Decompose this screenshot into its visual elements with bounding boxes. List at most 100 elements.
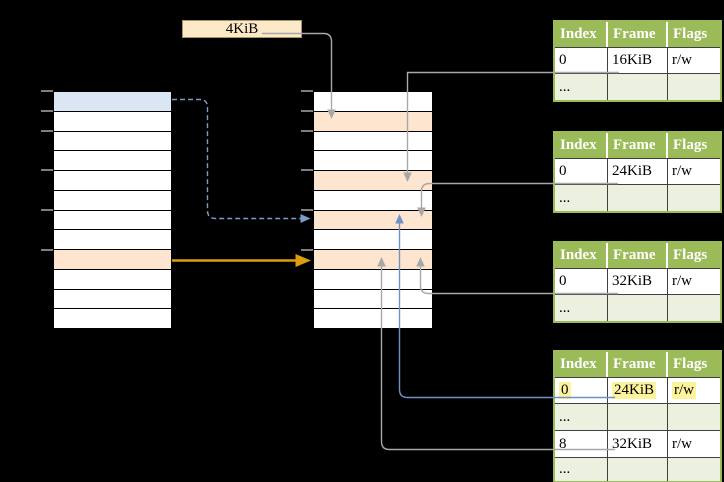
flags-cell: r/w — [672, 273, 692, 289]
memory-cell — [314, 111, 432, 132]
memory-cell — [54, 250, 171, 270]
page-table-4: Index Frame Flags 0 24KiB r/w ... 8 32Ki… — [553, 350, 722, 482]
memory-cell — [54, 210, 171, 231]
memory-cell — [54, 309, 171, 328]
address-tick — [41, 129, 53, 132]
table-row: 8 32KiB r/w — [555, 431, 720, 458]
table-row-ellipsis: ... — [555, 185, 720, 211]
index-cell: 0 — [555, 159, 608, 184]
address-tick — [301, 209, 313, 211]
highlight-mark: r/w — [672, 382, 696, 399]
col-header-index: Index — [555, 243, 608, 268]
address-tick — [41, 109, 53, 112]
frame-cell: 24KiB — [608, 378, 668, 403]
col-header-frame: Frame — [608, 22, 668, 47]
arrow-level1-to-frame24-dashed — [172, 98, 301, 220]
index-cell: ... — [555, 404, 608, 430]
memory-cell — [314, 269, 432, 290]
flags-cell: r/w — [672, 435, 692, 452]
address-tick — [301, 109, 313, 112]
table-row: 0 16KiB r/w — [555, 48, 720, 74]
col-header-frame: Frame — [608, 352, 668, 377]
table-header-row: Index Frame Flags — [555, 352, 720, 378]
col-header-index: Index — [555, 352, 608, 377]
table-header-row: Index Frame Flags — [555, 243, 720, 269]
physical-memory — [301, 90, 433, 329]
memory-cell — [54, 230, 171, 250]
col-header-flags: Flags — [673, 137, 708, 153]
page-table-2: Index Frame Flags 0 24KiB r/w ... — [553, 131, 722, 213]
table-row-ellipsis: ... — [555, 74, 720, 100]
index-cell: ... — [555, 185, 608, 211]
memory-cell — [314, 210, 432, 231]
address-tick — [41, 209, 53, 211]
flags-cell — [668, 295, 718, 321]
memory-cell — [54, 111, 171, 132]
page-table-3: Index Frame Flags 0 32KiB r/w ... — [553, 241, 722, 323]
address-tick — [41, 169, 53, 172]
frame-cell — [608, 295, 668, 321]
address-tick — [301, 90, 313, 92]
memory-cell — [314, 171, 432, 191]
arrowhead-right — [300, 214, 311, 223]
table-row-ellipsis: ... — [555, 458, 720, 481]
address-tick — [301, 169, 313, 172]
table-row-ellipsis: ... — [555, 404, 720, 431]
address-tick — [41, 248, 53, 251]
col-header-flags: Flags — [673, 356, 708, 372]
frame-cell — [608, 458, 668, 481]
level1-page-table-cells — [53, 91, 172, 329]
size-label-text: 4KiB — [225, 20, 259, 37]
flags-cell — [668, 185, 718, 211]
memory-cell — [54, 131, 171, 152]
memory-cell — [54, 269, 171, 290]
table-header-row: Index Frame Flags — [555, 133, 720, 159]
flags-cell — [668, 458, 718, 481]
frame-cell: 24KiB — [608, 159, 668, 184]
frame-cell — [608, 74, 668, 100]
col-header-frame: Frame — [608, 133, 668, 158]
col-header-frame: Frame — [608, 243, 668, 268]
memory-cell — [54, 92, 171, 112]
flags-cell — [668, 404, 718, 430]
memory-cell — [54, 151, 171, 171]
memory-cell — [314, 131, 432, 152]
col-header-index: Index — [555, 22, 608, 47]
col-header-flags: Flags — [673, 247, 708, 263]
frame-cell: 32KiB — [608, 431, 668, 457]
table-row: 0 32KiB r/w — [555, 269, 720, 295]
arrowhead-right — [295, 254, 311, 267]
table-header-row: Index Frame Flags — [555, 22, 720, 48]
highlight-mark: 24KiB — [612, 382, 657, 399]
flags-cell: r/w — [672, 52, 692, 68]
flags-cell: r/w — [672, 163, 692, 179]
address-tick — [301, 248, 313, 251]
index-cell: ... — [555, 74, 608, 100]
table-row-ellipsis: ... — [555, 295, 720, 321]
index-cell: ... — [555, 295, 608, 321]
memory-cell — [54, 289, 171, 310]
col-header-index: Index — [555, 133, 608, 158]
index-cell: 8 — [555, 431, 608, 457]
memory-cell — [314, 190, 432, 211]
frame-cell — [608, 404, 668, 430]
page-table-1: Index Frame Flags 0 16KiB r/w ... — [553, 20, 722, 102]
frame-cell — [608, 185, 668, 211]
memory-cell — [54, 171, 171, 191]
table-row: 0 24KiB r/w — [555, 159, 720, 185]
table-row-highlighted: 0 24KiB r/w — [555, 378, 720, 404]
flags-cell — [668, 74, 718, 100]
memory-cell — [314, 151, 432, 171]
index-cell: ... — [555, 458, 608, 481]
address-tick — [301, 129, 313, 132]
frame-cell: 16KiB — [608, 48, 668, 73]
size-label: 4KiB — [182, 20, 302, 38]
memory-cell — [314, 289, 432, 310]
col-header-flags: Flags — [673, 26, 708, 42]
index-cell: 0 — [555, 269, 608, 294]
level1-page-table — [41, 90, 172, 329]
physical-memory-cells — [313, 91, 433, 329]
memory-cell — [314, 309, 432, 328]
memory-cell — [314, 92, 432, 112]
